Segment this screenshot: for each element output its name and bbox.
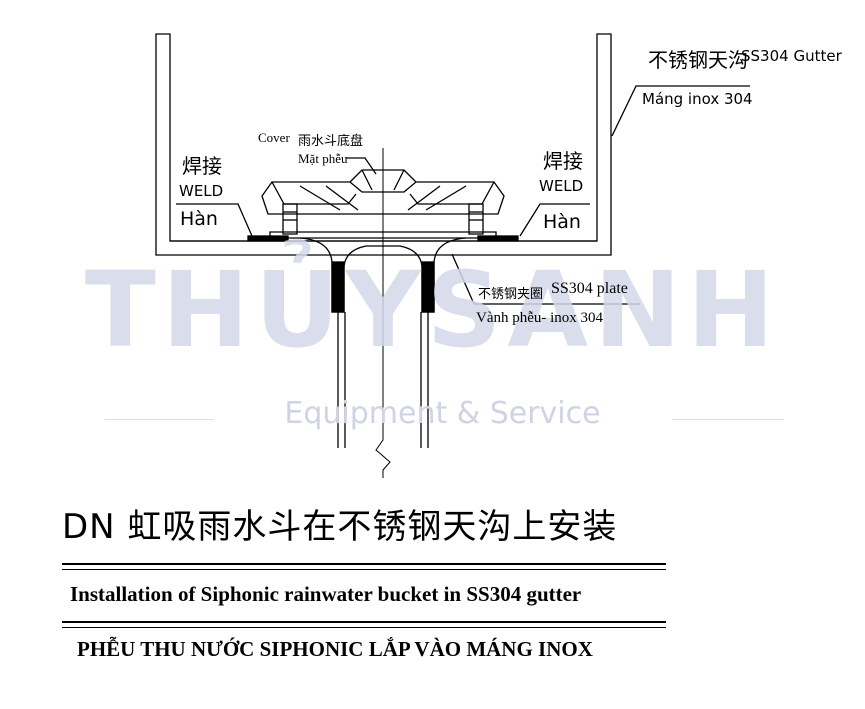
title-rule-4 <box>62 627 666 628</box>
title-english: Installation of Siphonic rainwater bucke… <box>70 582 582 606</box>
label-gutter-en: SS304 Gutter <box>741 47 842 65</box>
label-cover-vi: Mặt phễu <box>298 151 348 166</box>
label-weld-right-en: WELD <box>539 177 584 195</box>
watermark-rule-left <box>104 419 214 420</box>
title-chinese: DN 虹吸雨水斗在不锈钢天沟上安装 <box>62 507 618 547</box>
clamp-plate <box>269 231 497 239</box>
cover-rib-right <box>409 181 495 205</box>
title-rule-2 <box>62 569 666 570</box>
leader-cover <box>346 157 377 175</box>
watermark-tagline: Equipment & Service <box>284 396 601 431</box>
label-plate-vi: Vành phễu- inox 304 <box>476 310 604 326</box>
label-weld-left-vi: Hàn <box>180 208 218 230</box>
label-weld-right-cn: 焊接 <box>543 149 583 173</box>
leader-gutter <box>611 85 750 137</box>
cover-vane-lines <box>299 185 467 211</box>
label-plate-cn: 不锈钢夹圈 <box>478 286 544 301</box>
label-weld-left-cn: 焊接 <box>182 154 222 178</box>
centre-line <box>375 148 391 478</box>
title-rule-3 <box>62 621 666 623</box>
leader-plate <box>451 253 640 305</box>
title-vietnamese: PHỄU THU NƯỚC SIPHONIC LẮP VÀO MÁNG INOX <box>77 637 593 661</box>
label-gutter-vi: Máng inox 304 <box>642 90 753 108</box>
cover-rib-left <box>271 181 357 205</box>
label-cover-cn: 雨水斗底盘 <box>298 133 364 148</box>
leader-weld-left <box>176 203 253 237</box>
bolt-left <box>282 203 298 235</box>
label-plate-en: SS304 plate <box>551 280 628 297</box>
label-weld-right-vi: Hàn <box>543 211 581 233</box>
leader-weld-right <box>519 203 590 237</box>
bolt-right <box>468 203 484 235</box>
label-gutter-cn: 不锈钢天沟 <box>648 48 748 72</box>
label-weld-left-en: WELD <box>179 182 224 200</box>
gutter-outer-wall <box>155 33 612 256</box>
label-cover-en: Cover <box>258 130 290 145</box>
watermark-rule-right <box>672 419 784 420</box>
title-rule-1 <box>62 563 666 565</box>
cover-vanes <box>361 169 405 191</box>
watermark-brand: THỦYSANH <box>84 249 781 371</box>
